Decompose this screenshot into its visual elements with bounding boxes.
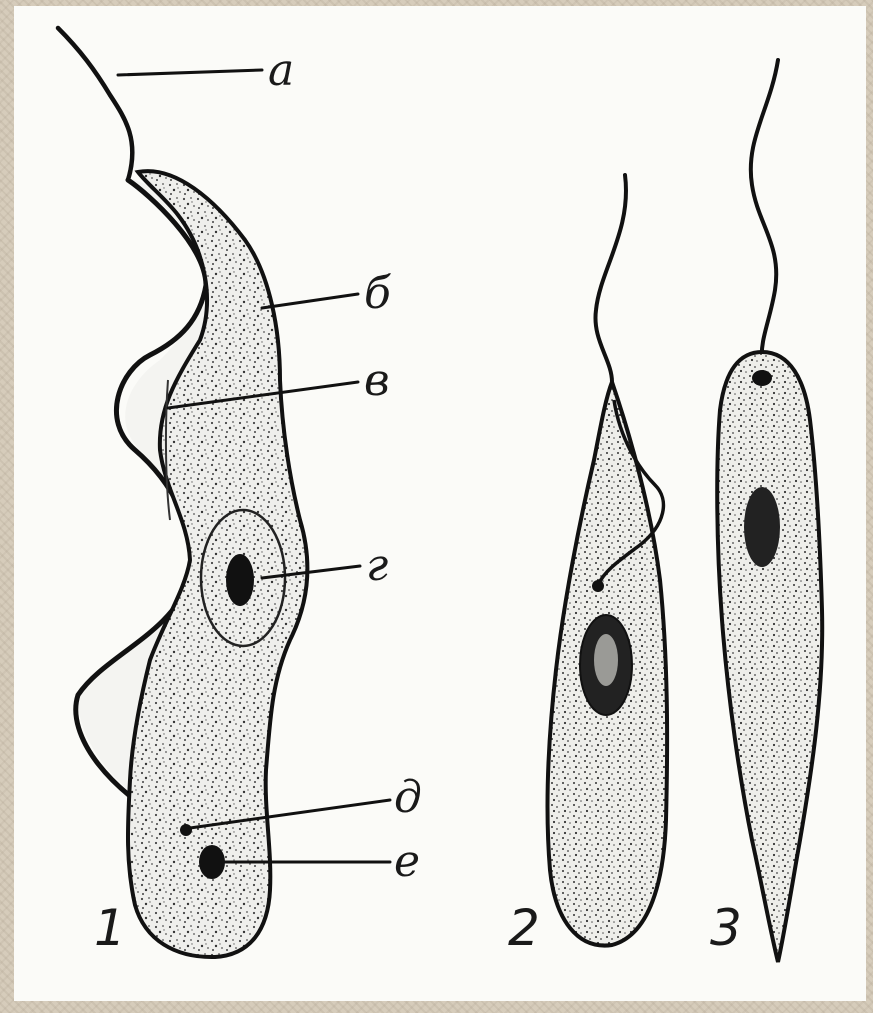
figure-3-body [717,352,822,962]
label-d: д [394,772,422,823]
figure-1-flagellum [58,28,132,180]
label-e: е [394,836,420,887]
figure-3-flagellum [751,60,778,360]
figure-number-3: 3 [710,899,742,957]
figure-1-body [128,171,307,957]
figure-3-kinetoplast [752,370,772,386]
figure-3-organism [717,60,822,962]
figure-1-nucleolus [226,554,254,606]
figure-1-basal-body [180,824,192,836]
figure-number-1: 1 [94,899,126,957]
leader-line-a [118,70,262,75]
figure-2-flagellum [595,175,626,382]
figure-number-2: 2 [508,899,540,957]
leader-line-b [262,294,358,308]
figure-3-nucleus [744,487,780,567]
label-g: г [366,540,388,591]
label-a: а [268,45,294,96]
figure-2-nucleus-inner [594,634,618,686]
label-b: б [364,268,391,319]
label-v: в [364,355,390,406]
figure-2-organism [548,175,668,946]
figure-2-basal-body [592,580,604,592]
